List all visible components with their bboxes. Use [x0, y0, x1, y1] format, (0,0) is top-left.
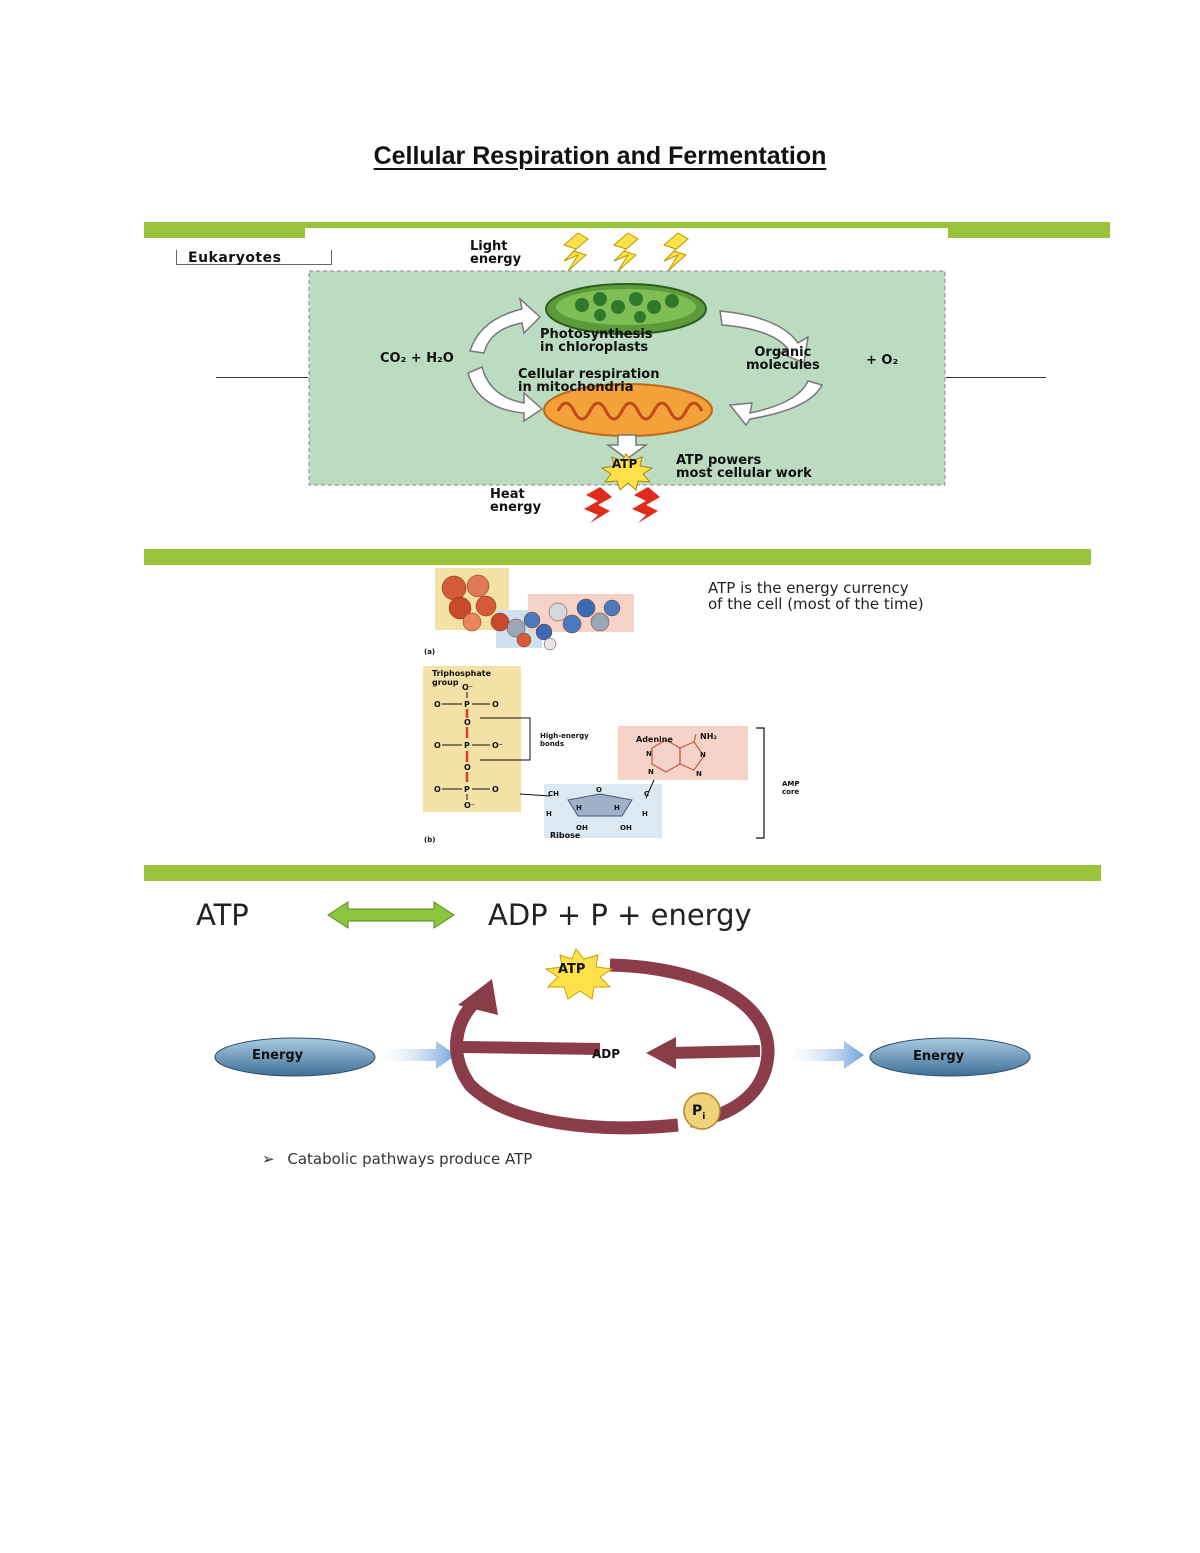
lightning-bolt-icon	[563, 232, 689, 272]
svg-text:N: N	[696, 770, 702, 778]
catabolic-text: Catabolic pathways produce ATP	[287, 1150, 533, 1168]
eukaryotes-box	[176, 250, 332, 265]
equation-atp: ATP	[196, 898, 249, 932]
svg-text:O⁻: O⁻	[492, 741, 503, 750]
atp-star-icon	[600, 453, 654, 491]
energy-left-label: Energy	[252, 1048, 304, 1063]
adenine-ring	[651, 733, 705, 773]
svg-text:P: P	[464, 700, 470, 709]
section-bar-3	[144, 865, 1101, 881]
svg-text:O⁻: O⁻	[462, 683, 473, 692]
page-title: Cellular Respiration and Fermentation	[373, 142, 827, 170]
svg-text:O: O	[492, 700, 499, 709]
ribose-ring	[567, 793, 633, 817]
svg-text:P: P	[464, 785, 470, 794]
cycle-atp-label: ATP	[558, 962, 586, 977]
cycle-adp-label: ADP	[592, 1047, 621, 1061]
energy-in-arrow-icon	[380, 1041, 456, 1069]
eukaryotes-label: Eukaryotes	[188, 250, 282, 266]
cycle-arrows	[467, 296, 824, 427]
svg-text:O: O	[492, 785, 499, 794]
double-arrow-icon	[327, 901, 455, 929]
svg-text:OH: OH	[576, 824, 588, 832]
svg-text:H: H	[614, 804, 620, 812]
svg-text:N: N	[700, 751, 706, 759]
svg-text:CH: CH	[548, 790, 559, 798]
svg-text:H: H	[642, 810, 648, 818]
energy-out-arrow-icon	[786, 1041, 864, 1069]
atp-star-icon	[544, 948, 614, 1000]
bullet-arrow-icon: ➢	[262, 1150, 275, 1168]
horizontal-rule-left	[216, 377, 308, 378]
svg-text:OH: OH	[620, 824, 632, 832]
amp-core-bracket	[756, 727, 765, 839]
arrowhead-adp-icon	[646, 1037, 676, 1069]
svg-text:O: O	[434, 785, 441, 794]
energy-right-label: Energy	[913, 1049, 965, 1064]
label-b: (b)	[424, 836, 436, 844]
horizontal-rule-right	[946, 377, 1046, 378]
phosphate-circle-icon	[683, 1092, 721, 1130]
section-bar-2	[144, 549, 1091, 565]
svg-text:H: H	[546, 810, 552, 818]
ribose-label: Ribose	[550, 831, 581, 840]
o2-label: + O₂	[866, 353, 899, 368]
triphosphate-bg	[423, 666, 521, 812]
atp-badge: ATP	[612, 457, 638, 471]
co2-h2o-label: CO₂ + H₂O	[380, 351, 454, 366]
svg-text:N: N	[646, 750, 652, 758]
chloroplast-icon	[545, 283, 707, 335]
svg-text:O: O	[464, 763, 471, 772]
atp-cycle-diagram	[214, 948, 1031, 1135]
high-energy-bracket	[480, 717, 531, 761]
svg-text:O: O	[434, 741, 441, 750]
atp-space-model	[441, 574, 621, 651]
energy-ellipse-left	[214, 1037, 376, 1077]
label-a: (a)	[424, 648, 436, 656]
svg-text:O: O	[434, 700, 441, 709]
pi-label: Pi	[692, 1103, 706, 1122]
catabolic-bullet: ➢ Catabolic pathways produce ATP	[262, 1150, 532, 1168]
svg-text:H: H	[576, 804, 582, 812]
cycle-arrow-icon	[450, 958, 775, 1135]
equation-adp: ADP + P + energy	[488, 898, 752, 932]
heat-arrow-icon	[584, 487, 660, 523]
cycle-diagram	[308, 232, 946, 523]
svg-text:P: P	[464, 741, 470, 750]
nh2-label: NH₂	[700, 732, 717, 741]
mitochondrion-icon	[543, 383, 713, 437]
energy-ellipse-right	[869, 1037, 1031, 1077]
svg-text:O⁻: O⁻	[464, 801, 475, 810]
arrowhead-icon	[458, 979, 498, 1015]
svg-text:C: C	[644, 790, 649, 798]
adenine-label: Adenine	[636, 735, 673, 744]
svg-text:N: N	[648, 768, 654, 776]
svg-text:O: O	[596, 786, 602, 794]
down-arrow-icon	[605, 434, 649, 460]
svg-text:O: O	[464, 718, 471, 727]
adenine-bg	[618, 726, 748, 780]
